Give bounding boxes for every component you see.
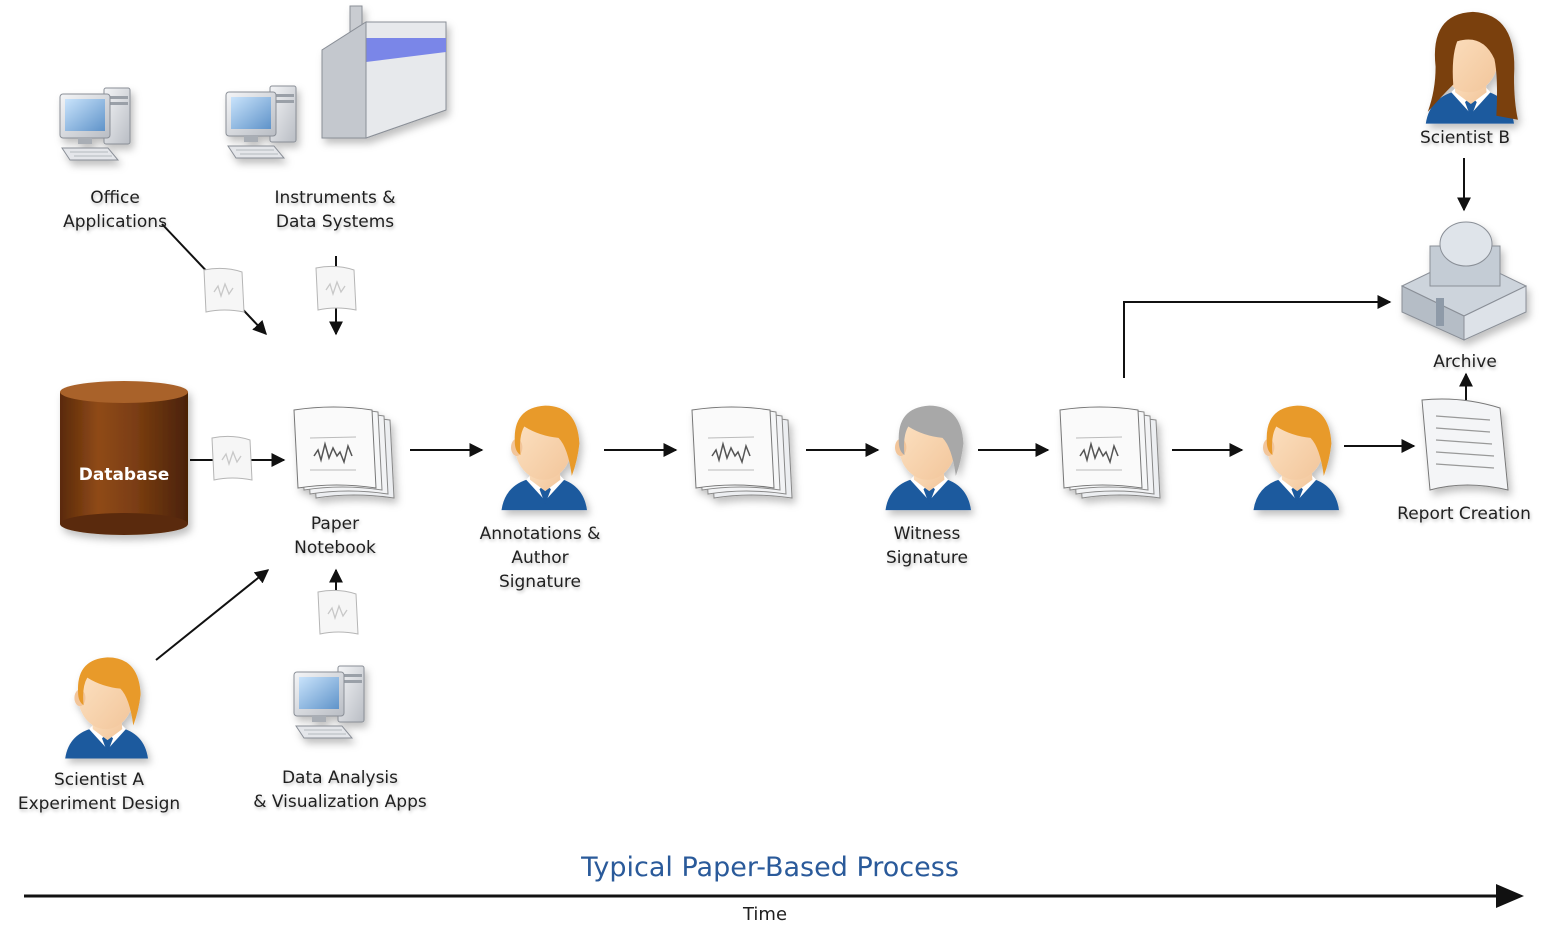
scientist-b-label: Scientist B (1419, 128, 1511, 148)
database-icon: Database (60, 381, 188, 535)
paper-stack-icon (1059, 406, 1161, 499)
instruments-label: Instruments & Data Systems (274, 188, 396, 232)
document-sheet-icon (211, 435, 253, 481)
author-avatar (501, 405, 587, 511)
annotations-label: Annotations & Author Signature (479, 524, 601, 592)
document-sheet-icon (315, 265, 357, 311)
paper-notebook-label: Paper Notebook (294, 514, 376, 558)
paper-stack-icon (691, 406, 793, 499)
arrow-stack-to-archive (1123, 295, 1392, 378)
timeline-axis (24, 884, 1524, 908)
office-applications-label: Office Applications (63, 188, 167, 232)
document-sheet-icon (317, 589, 359, 635)
witness-label: Witness Signature (885, 524, 968, 568)
data-analysis-label: Data Analysis & Visualization Apps (253, 768, 427, 812)
document-sheet-icon (203, 267, 245, 313)
analysis-computer-icon (293, 665, 365, 739)
database-label: Database (79, 465, 169, 485)
scientist-avatar (1253, 405, 1339, 511)
witness-avatar (885, 405, 971, 511)
instrument-computer-icon (225, 85, 297, 159)
office-computer-icon (59, 87, 131, 161)
scientist-a-label: Scientist A Experiment Design (17, 770, 181, 814)
flow-arrows (155, 158, 1473, 661)
arrow-scientist-a-to-notebook (155, 569, 270, 661)
archive-building-icon (1400, 221, 1528, 341)
paper-notebook-icon (293, 406, 395, 499)
diagram-title: Typical Paper-Based Process (581, 852, 959, 883)
report-creation-label: Report Creation (1397, 504, 1531, 524)
scientist-a-avatar (65, 657, 148, 759)
timeline-label: Time (742, 904, 788, 925)
scientist-b-avatar (1425, 11, 1518, 124)
archive-label: Archive (1433, 352, 1497, 372)
report-document-icon (1421, 398, 1509, 491)
instrument-icon (321, 5, 447, 139)
